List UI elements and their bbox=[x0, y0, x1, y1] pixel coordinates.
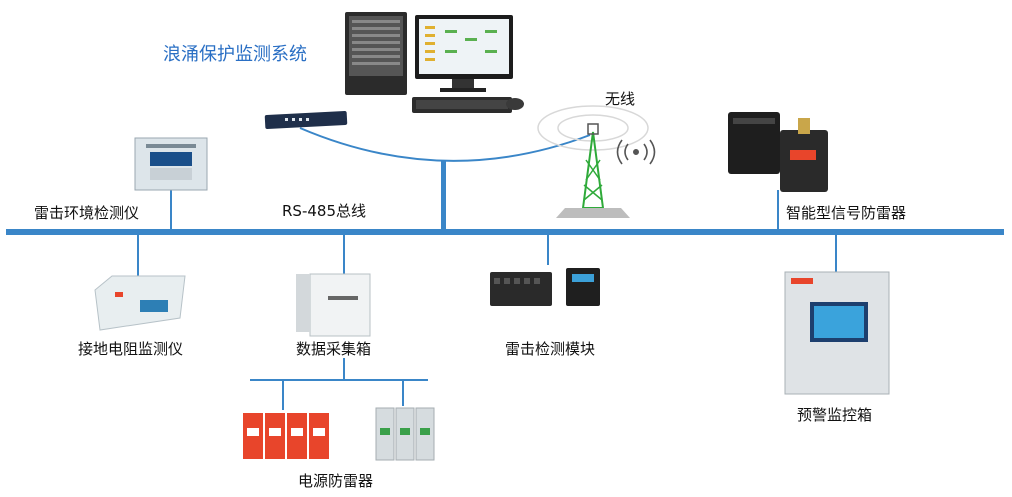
ground-monitor-label: 接地电阻监测仪 bbox=[78, 340, 184, 358]
ground-monitor-device-icon bbox=[94, 275, 186, 331]
data-box-label: 数据采集箱 bbox=[296, 340, 372, 358]
network-arc bbox=[299, 127, 591, 162]
env-monitor-label: 雷击环境检测仪 bbox=[34, 204, 140, 222]
power-spd-grey-icon bbox=[375, 407, 435, 461]
signal-spd-device-icon bbox=[728, 112, 828, 192]
network-switch-icon bbox=[264, 110, 348, 130]
trunk-line bbox=[441, 160, 446, 232]
system-title: 浪涌保护监测系统 bbox=[163, 44, 307, 65]
warning-box-label: 预警监控箱 bbox=[797, 406, 873, 424]
signal-spd-label: 智能型信号防雷器 bbox=[786, 204, 907, 222]
wireless-label: 无线 bbox=[605, 90, 636, 108]
rs485-bus bbox=[6, 229, 1004, 235]
wireless-signal-icon bbox=[616, 139, 656, 165]
data-box-device-icon bbox=[296, 273, 371, 337]
keyboard-icon bbox=[412, 97, 512, 113]
monitor-icon bbox=[415, 15, 513, 92]
server-tower-icon bbox=[345, 12, 407, 95]
env-monitor-device-icon bbox=[134, 137, 208, 191]
wireless-tower-icon bbox=[537, 105, 649, 218]
power-spd-label: 电源防雷器 bbox=[298, 472, 374, 490]
detection-module-label: 雷击检测模块 bbox=[505, 340, 596, 358]
mouse-icon bbox=[506, 98, 524, 110]
power-spd-red-icon bbox=[243, 413, 329, 459]
bus-label: RS-485总线 bbox=[282, 202, 366, 220]
warning-box-device-icon bbox=[784, 271, 890, 395]
detection-module-device-icon bbox=[490, 268, 600, 306]
